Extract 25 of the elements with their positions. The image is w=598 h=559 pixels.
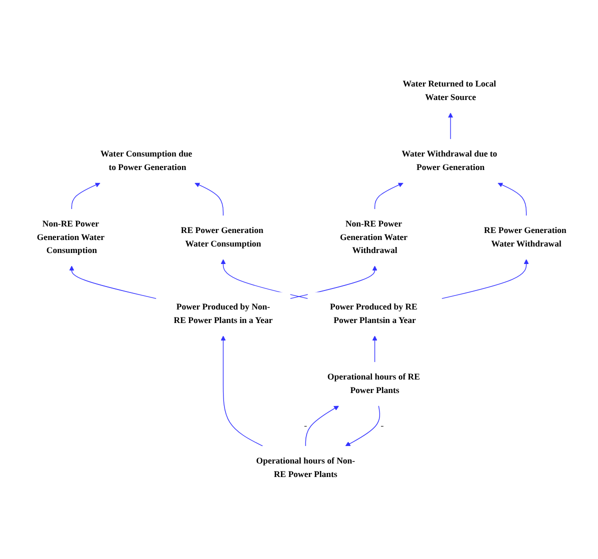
node-text: Non-RE Power Generation Water Withdrawal — [340, 220, 408, 256]
node-text: Power Produced by RE Power Plantsin a Year — [330, 302, 418, 326]
node-text: Water Consumption due to Power Generation — [100, 150, 192, 172]
arrow — [220, 336, 264, 446]
node-text: Operational hours of RE Power Plants — [327, 372, 420, 396]
arrow — [194, 182, 224, 216]
arrow — [290, 266, 378, 299]
node-text: Non-RE Power Generation Water Consumption — [36, 220, 104, 256]
node-text: Operational hours of Non-RE Power Plants — [256, 456, 356, 479]
arrow — [448, 112, 454, 140]
arrow — [345, 405, 380, 446]
edge-label: - — [304, 420, 308, 431]
node-text: Water Returned to Local Water Source — [402, 80, 496, 102]
node-text: Water Withdrawal due to Power Generation — [402, 150, 498, 172]
arrow — [69, 266, 157, 299]
arrow — [498, 182, 527, 216]
node-text: Power Produced by Non-RE Power Plants in a Year — [174, 302, 273, 326]
arrow — [441, 259, 529, 299]
edge-label: - — [380, 420, 384, 431]
arrow — [372, 336, 378, 362]
arrow — [374, 182, 404, 210]
arrow — [220, 259, 308, 299]
node-text: RE Power Generation Water Consumption — [180, 226, 264, 249]
node-text: RE Power Generation Water Withdrawal — [484, 226, 566, 249]
arrow — [71, 182, 100, 210]
